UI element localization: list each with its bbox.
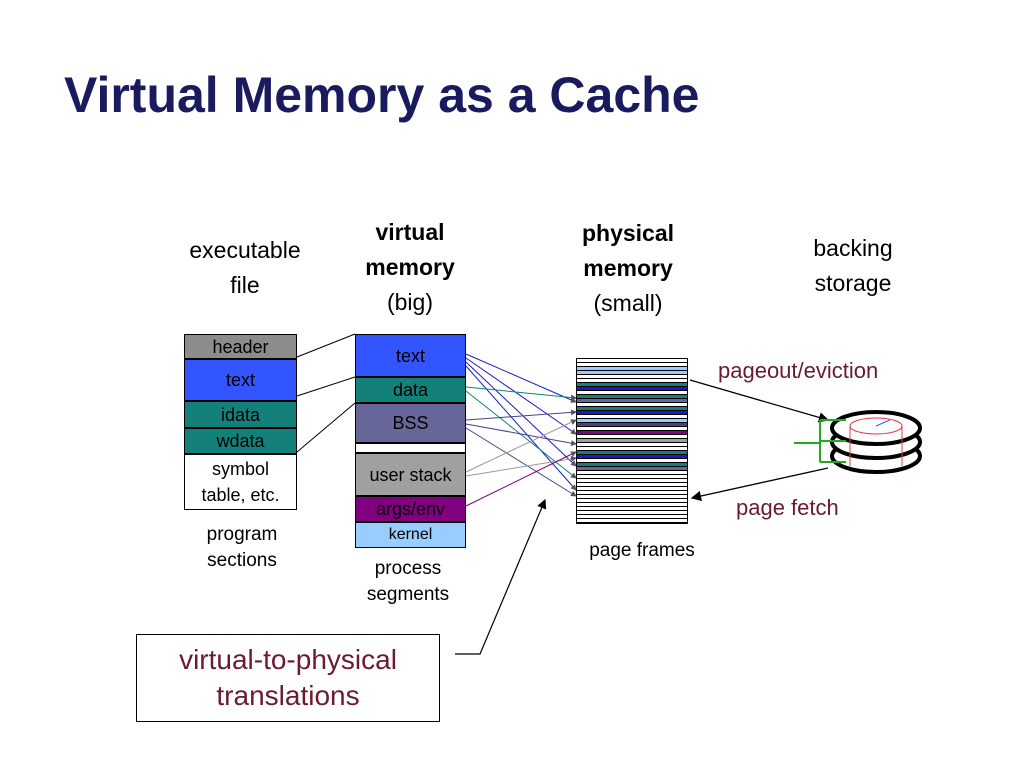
page-frame <box>577 435 687 439</box>
caption-line: program <box>206 524 278 545</box>
page-frames-caption: page frames <box>589 540 695 561</box>
page-frame <box>577 491 687 495</box>
segment-text: text <box>355 334 466 377</box>
heading-line: storage <box>814 270 892 296</box>
page-frame <box>577 463 687 467</box>
page-frame <box>577 395 687 399</box>
page-mapping-arrows <box>465 353 577 507</box>
page-frame <box>577 467 687 471</box>
page-frame <box>577 391 687 395</box>
page-frame <box>577 447 687 451</box>
page-frame <box>577 515 687 519</box>
section-text: text <box>184 359 297 401</box>
page-frame <box>577 439 687 443</box>
page-frame <box>577 471 687 475</box>
page-frame <box>577 419 687 423</box>
page-frame <box>577 367 687 371</box>
translation-pointer-arrow <box>455 498 547 655</box>
page-frame <box>577 383 687 387</box>
page-frame <box>577 495 687 499</box>
page-frame <box>577 379 687 383</box>
page-frame <box>577 499 687 503</box>
physical-memory-heading: physical memory (small) <box>558 216 698 321</box>
page-frame <box>577 423 687 427</box>
page-frame <box>577 475 687 479</box>
page-frame <box>577 451 687 455</box>
heading-line: virtual <box>375 219 445 245</box>
pageout-arrow <box>689 379 830 423</box>
page-frame <box>577 511 687 515</box>
heading-line: backing <box>813 235 893 261</box>
translation-line: translations <box>216 680 360 711</box>
page-frame <box>577 519 687 523</box>
page-frame <box>577 375 687 379</box>
page-frame <box>577 455 687 459</box>
executable-file-heading: executable file <box>175 233 315 303</box>
section-symbol-table: symbol table, etc. <box>184 454 297 510</box>
translation-line: virtual-to-physical <box>179 644 397 675</box>
heading-note: (big) <box>386 289 433 315</box>
caption-line: segments <box>366 584 450 605</box>
page-frame <box>577 503 687 507</box>
page-frame <box>577 407 687 411</box>
page-frame <box>577 403 687 407</box>
page-frame <box>577 483 687 487</box>
pageout-eviction-label: pageout/eviction <box>718 358 879 383</box>
caption-line: sections <box>207 550 277 571</box>
page-frame <box>577 459 687 463</box>
page-frame <box>577 399 687 403</box>
page-frame <box>577 443 687 447</box>
page-frame <box>577 427 687 431</box>
page-frames-block <box>576 358 688 524</box>
heading-line: file <box>230 272 260 298</box>
page-frame <box>577 507 687 511</box>
caption-line: process <box>374 558 442 579</box>
disk-stack-icon <box>794 410 922 474</box>
translation-box: virtual-to-physical translations <box>136 634 440 722</box>
segment-args-env: args/env <box>355 496 466 522</box>
executable-file-block: header text idata wdata symbol table, et… <box>184 334 297 510</box>
backing-storage-heading: backing storage <box>783 231 923 301</box>
page-frame <box>577 431 687 435</box>
heading-line: memory <box>365 254 455 280</box>
page-fetch-label: page fetch <box>736 495 839 520</box>
page-frame <box>577 371 687 375</box>
virtual-memory-block: text data BSS user stack args/env kernel <box>355 334 466 548</box>
heading-line: physical <box>581 220 675 246</box>
page-fetch-arrow <box>690 467 829 502</box>
page-frame <box>577 363 687 367</box>
section-header: header <box>184 334 297 359</box>
segment-bss: BSS <box>355 403 466 443</box>
segment-gap <box>355 443 466 453</box>
section-wdata: wdata <box>184 428 297 454</box>
virtual-memory-heading: virtual memory (big) <box>340 215 480 320</box>
page-frame <box>577 415 687 419</box>
page-frame <box>577 359 687 363</box>
section-to-segment-lines <box>296 333 356 453</box>
heading-note: (small) <box>593 290 663 316</box>
page-frame <box>577 479 687 483</box>
section-idata: idata <box>184 401 297 428</box>
segment-kernel: kernel <box>355 522 466 548</box>
program-sections-caption: program sections <box>172 522 312 574</box>
process-segments-caption: process segments <box>338 556 478 608</box>
page-frame <box>577 487 687 491</box>
heading-line: executable <box>189 237 301 263</box>
heading-line: memory <box>583 255 673 281</box>
segment-data: data <box>355 377 466 403</box>
page-frame <box>577 411 687 415</box>
slide-title: Virtual Memory as a Cache <box>64 67 700 123</box>
page-frame <box>577 387 687 391</box>
segment-user-stack: user stack <box>355 453 466 496</box>
